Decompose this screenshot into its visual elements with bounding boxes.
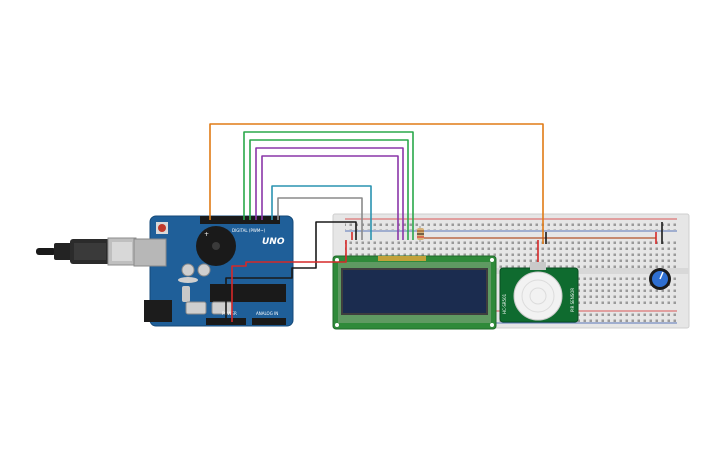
resistor xyxy=(417,226,424,242)
digital-header xyxy=(200,216,280,224)
pir-sensor: HC-SR501 PIR SENSOR xyxy=(499,262,579,323)
wire-gray xyxy=(277,197,363,240)
pir-dome xyxy=(513,271,563,321)
analog-label: ANALOG IN xyxy=(256,311,278,316)
analog-header xyxy=(252,318,286,325)
usb-jack xyxy=(133,238,167,267)
lcd-screen xyxy=(341,268,488,315)
arduino-uno-board: UNO DIGITAL (PWM~) POWER ANALOG IN xyxy=(133,215,294,327)
digital-label: DIGITAL (PWM~) xyxy=(232,228,266,233)
wire-green-outer xyxy=(243,131,414,240)
svg-text:+: + xyxy=(204,231,209,238)
wire-green-inner xyxy=(249,139,409,240)
uno-label: UNO xyxy=(262,237,285,247)
wire-red-board xyxy=(231,240,347,322)
potentiometer xyxy=(649,268,671,290)
power-label: POWER xyxy=(222,311,237,316)
atmega-chip xyxy=(210,284,286,302)
piezo-buzzer: + xyxy=(196,226,236,266)
usb-cable xyxy=(36,237,137,266)
pir-label-left: HC-SR501 xyxy=(502,293,507,314)
dc-power-jack xyxy=(144,300,172,322)
wires xyxy=(209,123,663,322)
pir-label-right: PIR SENSOR xyxy=(570,288,575,312)
wire-orange xyxy=(209,123,544,244)
wire-black-top xyxy=(315,221,357,262)
wire-teal xyxy=(271,185,372,240)
lcd-16x2 xyxy=(332,255,497,330)
wire-purple-outer xyxy=(255,147,404,240)
wire-black-board xyxy=(225,262,317,322)
wire-purple-inner xyxy=(261,155,399,240)
